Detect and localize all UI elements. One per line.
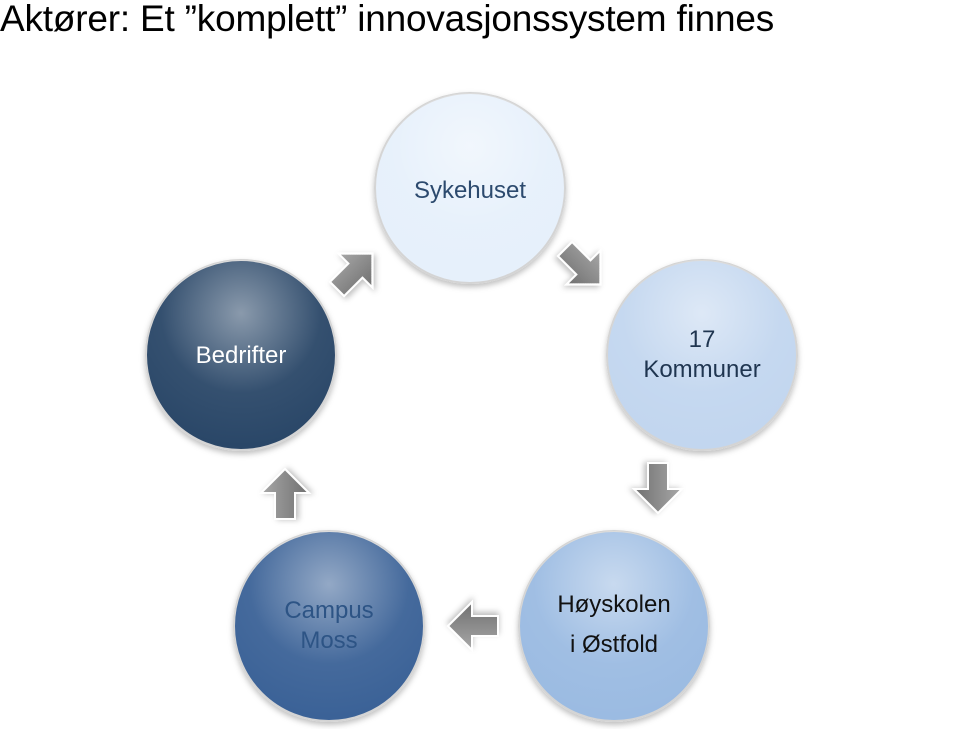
- node-sykehuset-line-0: Sykehuset: [414, 177, 526, 204]
- node-hoyskolen-line-1: i Østfold: [570, 631, 658, 658]
- node-kommuner-line-0: 17: [689, 326, 716, 353]
- node-sykehuset-shine: [375, 93, 565, 283]
- node-hoyskolen: Høyskolen i Østfold: [518, 530, 710, 722]
- node-campus-shine: [234, 531, 424, 721]
- arrow-kommuner-to-hoyskolen: [631, 462, 685, 515]
- node-hoyskolen-shine: [519, 531, 709, 721]
- node-sykehuset: Sykehuset: [374, 92, 566, 284]
- node-bedrifter-shine: [146, 260, 336, 450]
- node-campus-line-0: Campus: [284, 597, 373, 624]
- node-sykehuset-label: Sykehuset: [414, 177, 526, 204]
- arrow-hoyskolen-to-campus: [446, 599, 499, 653]
- node-kommuner-line-1: Kommuner: [643, 356, 760, 383]
- arrow-sykehuset-to-kommuner: [556, 240, 602, 286]
- node-kommuner-shine: [607, 260, 797, 450]
- node-bedrifter-label: Bedrifter: [196, 342, 287, 369]
- node-campus-line-1: Moss: [300, 627, 357, 654]
- node-hoyskolen-label: Høyskolen i Østfold: [557, 591, 670, 658]
- arrow-campus-to-bedrifter: [258, 467, 312, 520]
- arrow-bedrifter-to-sykehuset: [328, 252, 374, 298]
- slide-title: Aktører: Et ”komplett” innovasjonssystem…: [0, 0, 775, 39]
- node-bedrifter-line-0: Bedrifter: [196, 342, 287, 369]
- node-hoyskolen-line-0: Høyskolen: [557, 591, 670, 618]
- node-bedrifter: Bedrifter: [145, 259, 337, 451]
